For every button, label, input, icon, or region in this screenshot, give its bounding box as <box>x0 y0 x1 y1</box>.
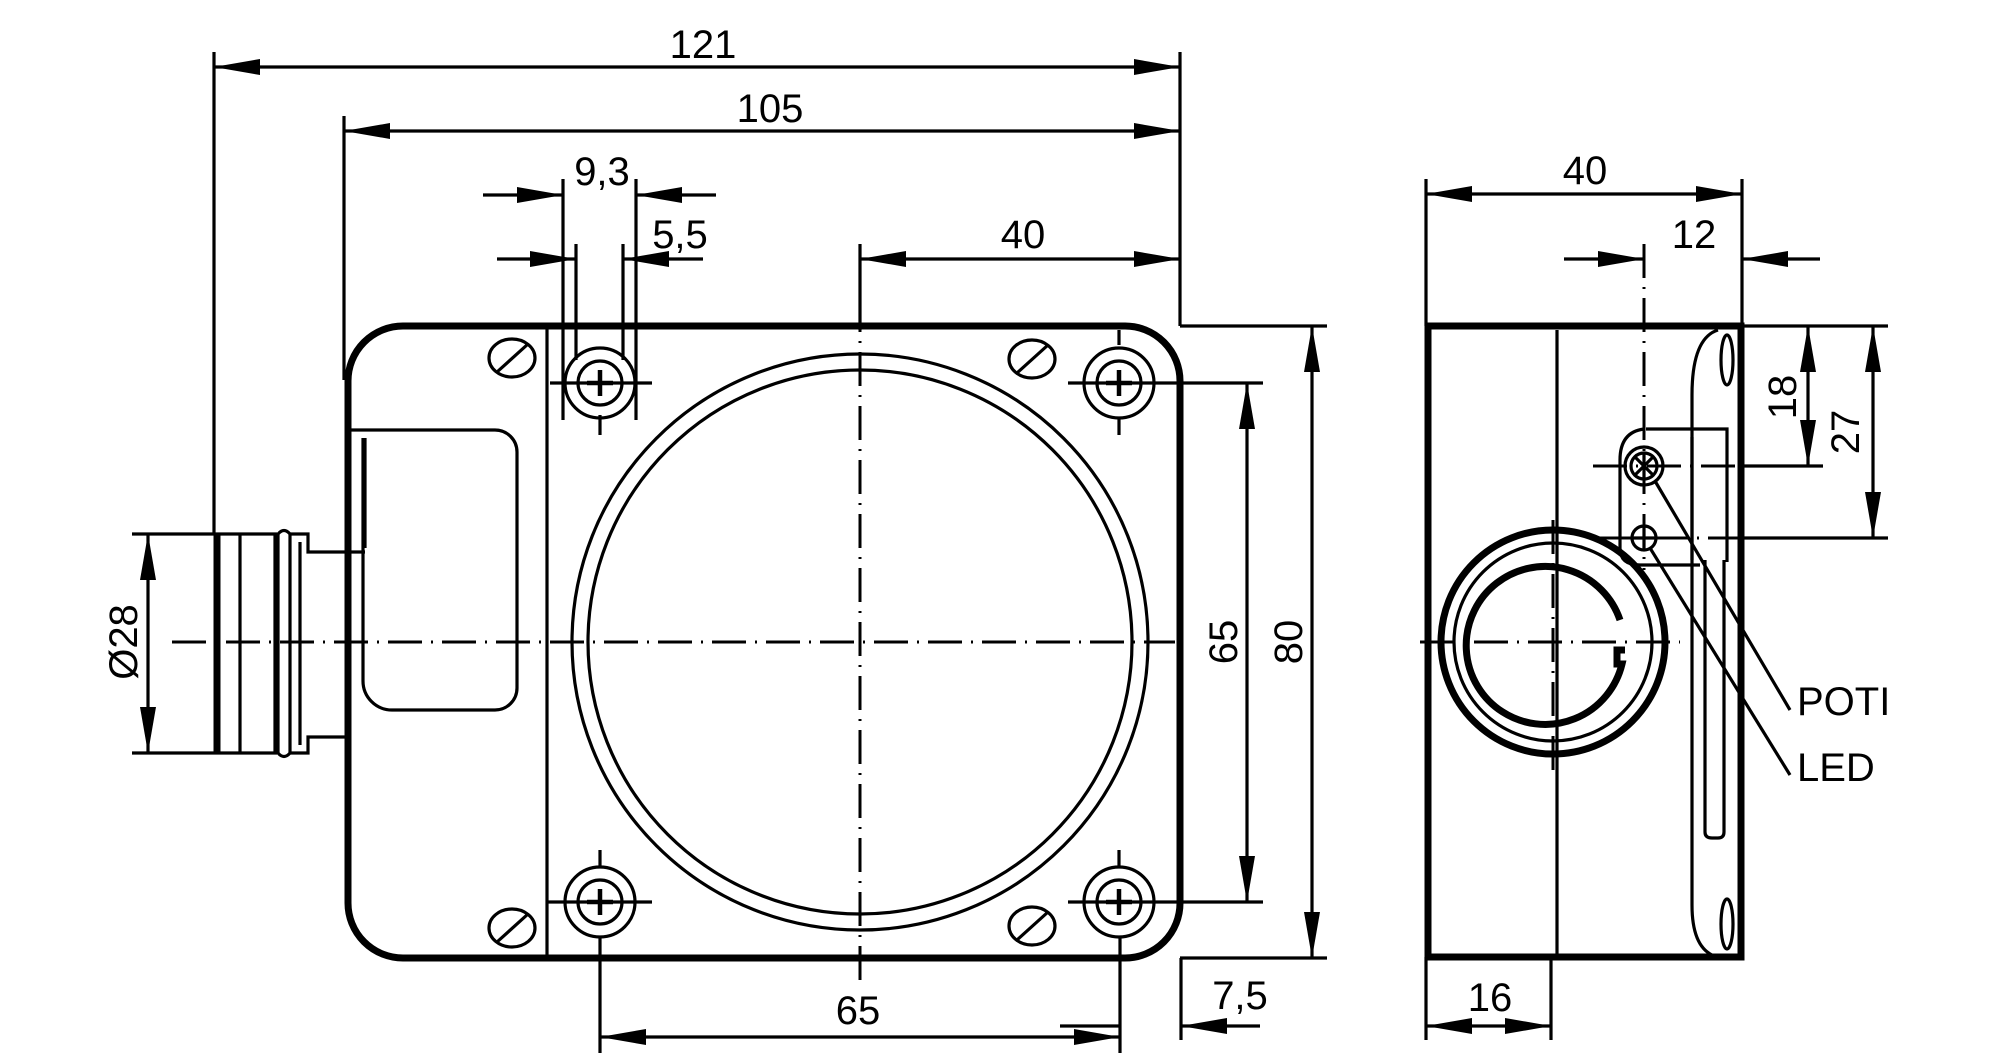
screw-icon-bottom-right <box>1007 905 1057 947</box>
screw-icon-bottom <box>487 907 537 949</box>
dim-slot-outer: 9,3 <box>483 150 716 203</box>
dim-side-depth: 40 <box>1424 149 1744 326</box>
dim-hole-spacing-horizontal: 65 <box>598 937 1122 1053</box>
poti-leader <box>1653 480 1792 711</box>
dim-label-27: 27 <box>1824 410 1868 455</box>
dim-hole-to-center: 40 <box>858 213 1180 330</box>
dim-label-7-5: 7,5 <box>1212 974 1268 1018</box>
led-leader <box>1648 547 1792 776</box>
poti-label: POTI <box>1797 680 1890 724</box>
dim-housing-length: 105 <box>342 87 1180 380</box>
dim-label-40-front: 40 <box>1001 213 1046 257</box>
mounting-hole-bottom-right <box>1068 850 1180 939</box>
dim-led-height: 27 <box>1741 326 1888 540</box>
label-window <box>350 428 519 712</box>
side-view: POTI LED 40 12 18 <box>1420 149 1890 1040</box>
dim-overall-length: 121 <box>212 23 1182 534</box>
side-flange <box>1690 328 1719 957</box>
dim-hole-spacing-vertical: 65 <box>1180 381 1263 904</box>
dim-label-9-3: 9,3 <box>574 150 630 194</box>
dim-label-40-side: 40 <box>1563 149 1608 193</box>
connector <box>213 528 347 759</box>
led-label: LED <box>1797 746 1875 790</box>
dim-label-65-horizontal: 65 <box>836 989 881 1033</box>
front-view: 121 105 9,3 5,5 <box>102 23 1327 1053</box>
dim-label-121: 121 <box>670 23 737 67</box>
housing-outline <box>344 322 1184 962</box>
dim-label-5-5: 5,5 <box>652 213 708 257</box>
screw-icon-top <box>487 337 537 379</box>
dim-label-65-vertical: 65 <box>1202 620 1246 665</box>
dim-label-diameter-28: Ø28 <box>102 604 146 680</box>
dim-hole-edge-offset: 7,5 <box>1060 958 1268 1040</box>
dim-housing-height: 80 <box>1180 324 1327 960</box>
flange-long-slot <box>1703 560 1726 840</box>
dim-label-105: 105 <box>737 87 804 131</box>
dim-label-16: 16 <box>1468 976 1513 1020</box>
dim-poti-height: 18 <box>1741 324 1888 468</box>
dim-label-80: 80 <box>1267 620 1311 665</box>
dim-label-12: 12 <box>1672 213 1717 257</box>
dim-slot-inner: 5,5 <box>497 213 708 267</box>
slot-top-icon <box>1719 333 1735 387</box>
dim-poti-offset: 12 <box>1564 213 1820 267</box>
mounting-hole-bottom-left <box>547 850 652 939</box>
dim-connector-diameter: Ø28 <box>102 532 217 755</box>
slot-bottom-icon <box>1719 897 1735 951</box>
dim-label-18: 18 <box>1761 375 1805 420</box>
screw-icon-top-right <box>1007 338 1057 380</box>
mounting-hole-top-right <box>1068 330 1180 435</box>
dim-connector-offset: 16 <box>1424 957 1553 1040</box>
